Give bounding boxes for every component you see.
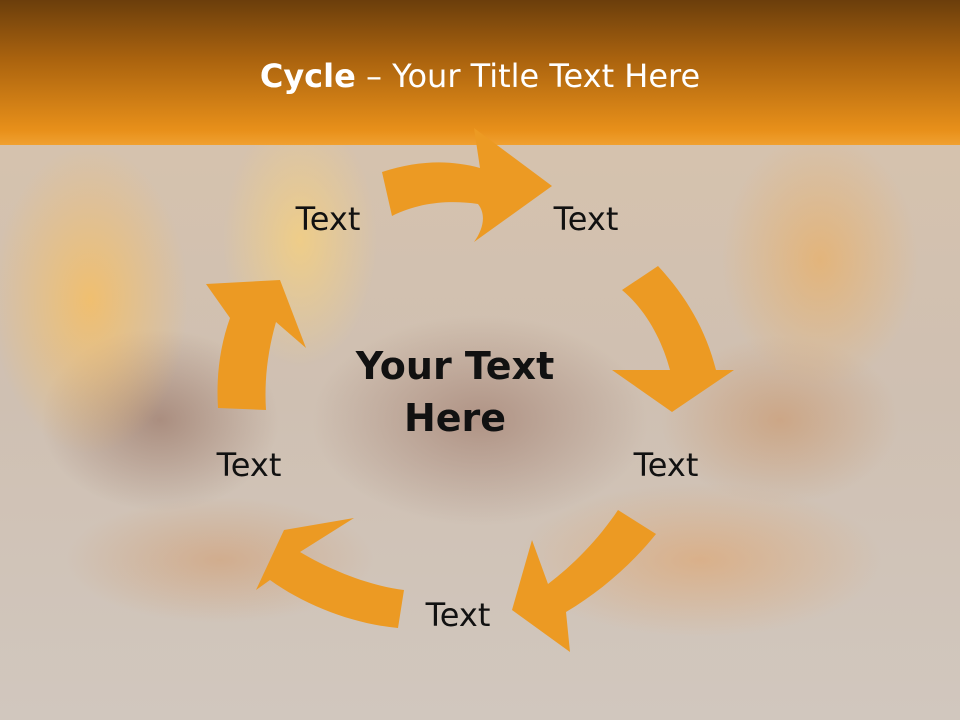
cycle-node-label[interactable]: Text: [553, 200, 619, 238]
cycle-arrow-5[interactable]: [206, 280, 306, 410]
cycle-node-label[interactable]: Text: [425, 596, 491, 634]
title-bold-part: Cycle: [259, 57, 356, 95]
cycle-arrow-1[interactable]: [382, 128, 552, 242]
cycle-node-label[interactable]: Text: [295, 200, 361, 238]
slide-title[interactable]: Cycle – Your Title Text Here: [0, 56, 960, 96]
cycle-arrow-3[interactable]: [512, 510, 656, 652]
cycle-node-label[interactable]: Text: [216, 446, 282, 484]
cycle-arrow-2[interactable]: [612, 266, 734, 412]
title-banner: [0, 0, 960, 145]
center-text[interactable]: Your Text Here: [355, 344, 555, 440]
cycle-arrow-4[interactable]: [256, 518, 404, 628]
title-rest-part: – Your Title Text Here: [355, 57, 701, 95]
cycle-node-label[interactable]: Text: [633, 446, 699, 484]
